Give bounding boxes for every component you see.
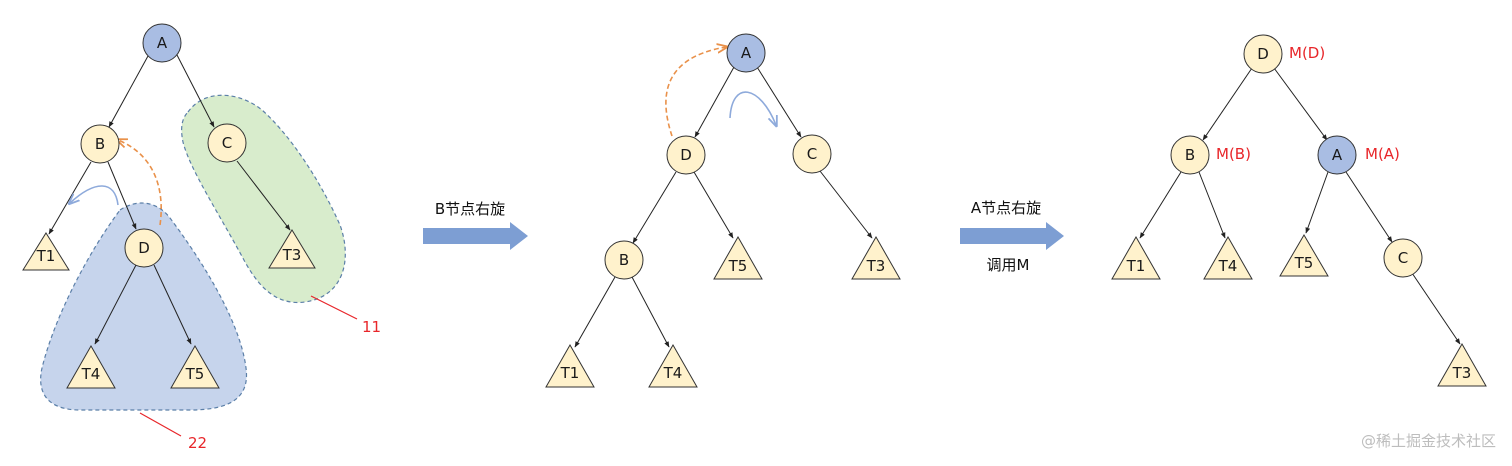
- step1-arrow: B节点右旋: [423, 200, 528, 250]
- svg-text:T3: T3: [282, 246, 302, 264]
- svg-text:A: A: [741, 44, 752, 62]
- node-c-right: C: [1383, 238, 1423, 278]
- svg-text:T4: T4: [663, 364, 683, 382]
- right-diagram: D M(D) B M(B) A M(A) C T1 T4 T5: [1111, 34, 1487, 387]
- blue-rotation-arrow-2: [729, 91, 776, 125]
- subtree-t5-right: T5: [1279, 234, 1329, 277]
- annotation-m-a: M(A): [1365, 145, 1400, 163]
- svg-text:C: C: [807, 145, 817, 163]
- subtree-t1-mid: T1: [545, 343, 595, 388]
- node-a-right: A: [1317, 135, 1357, 175]
- watermark: @稀土掘金技术社区: [1361, 432, 1496, 450]
- node-b-right: B: [1170, 135, 1210, 175]
- orange-rotation-arrow: [118, 140, 162, 226]
- subtree-t4-mid: T4: [648, 343, 698, 388]
- node-d-right: D: [1243, 34, 1283, 74]
- subtree-t3: T3: [268, 229, 316, 269]
- svg-text:A: A: [157, 34, 168, 52]
- svg-text:T4: T4: [1218, 257, 1238, 275]
- node-c: C: [207, 123, 247, 163]
- svg-text:T5: T5: [1294, 254, 1314, 272]
- subtree-t4: T4: [66, 344, 116, 389]
- svg-text:B: B: [619, 251, 629, 269]
- subtree-t5-mid: T5: [713, 235, 763, 280]
- svg-text:T5: T5: [728, 257, 748, 275]
- svg-text:D: D: [680, 146, 692, 164]
- svg-text:T3: T3: [866, 257, 886, 275]
- node-d: D: [124, 228, 164, 268]
- step2-label: A节点右旋: [971, 199, 1041, 217]
- orange-rotation-arrow-2: [665, 47, 726, 137]
- svg-text:A: A: [1332, 146, 1343, 164]
- left-diagram: A B C D T1 T3 T4 T5: [22, 23, 381, 452]
- step2-sublabel: 调用M: [987, 256, 1030, 274]
- node-a-mid: A: [726, 33, 766, 73]
- svg-text:B: B: [95, 135, 105, 153]
- svg-text:T5: T5: [185, 365, 205, 383]
- svg-text:D: D: [138, 239, 150, 257]
- svg-text:T1: T1: [1126, 257, 1146, 275]
- svg-text:T1: T1: [560, 364, 580, 382]
- subtree-t1-right: T1: [1111, 235, 1161, 280]
- callout-blue: 22: [188, 434, 207, 452]
- svg-text:C: C: [222, 134, 232, 152]
- subtree-t1: T1: [22, 232, 70, 271]
- svg-text:B: B: [1185, 146, 1195, 164]
- node-b-mid: B: [604, 240, 644, 280]
- svg-text:T3: T3: [1452, 364, 1472, 382]
- subtree-t5: T5: [170, 344, 220, 389]
- subtree-t3-right: T3: [1437, 342, 1487, 387]
- step2-arrow: A节点右旋 调用M: [960, 199, 1064, 274]
- subtree-t4-right: T4: [1203, 235, 1253, 280]
- svg-text:D: D: [1257, 45, 1269, 63]
- node-a: A: [142, 23, 182, 63]
- step1-label: B节点右旋: [435, 200, 505, 218]
- annotation-m-d: M(D): [1289, 44, 1325, 62]
- svg-text:T1: T1: [36, 247, 56, 265]
- node-d-mid: D: [666, 135, 706, 175]
- annotation-m-b: M(B): [1216, 145, 1251, 163]
- node-c-mid: C: [792, 134, 832, 174]
- blue-rotation-arrow: [70, 185, 119, 205]
- middle-diagram: A D C B T5 T3 T1 T4: [545, 33, 901, 388]
- callout-green: 11: [362, 318, 381, 336]
- svg-text:T4: T4: [81, 365, 101, 383]
- subtree-t3-mid: T3: [851, 235, 901, 280]
- svg-text:C: C: [1398, 249, 1408, 267]
- node-b: B: [80, 124, 120, 164]
